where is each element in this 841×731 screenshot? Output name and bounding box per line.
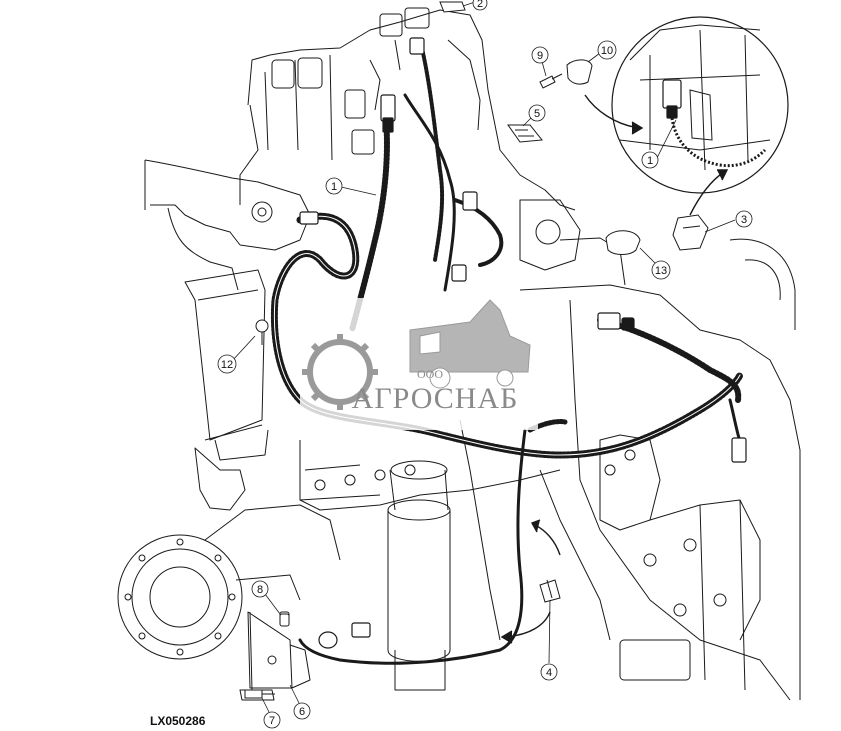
callout-8: 8 <box>251 580 269 598</box>
watermark: ООО АГРОСНАБ <box>300 298 538 430</box>
svg-text:1: 1 <box>331 181 337 193</box>
watermark-company: АГРОСНАБ <box>352 382 519 415</box>
callout-6: 6 <box>293 702 311 720</box>
part-bolt-9 <box>539 73 563 89</box>
svg-text:13: 13 <box>655 265 667 277</box>
watermark-gear-icon <box>302 334 378 410</box>
callout-7: 7 <box>263 711 281 729</box>
loose-parts <box>244 1 709 699</box>
callout-1b: 1 <box>641 151 659 169</box>
direction-arrows <box>500 94 729 644</box>
part-clamp-13 <box>605 230 641 255</box>
part-spacer-8 <box>279 613 290 627</box>
callout-5: 5 <box>528 104 546 122</box>
svg-text:12: 12 <box>221 359 233 371</box>
svg-text:6: 6 <box>299 706 305 718</box>
callout-1a: 1 <box>325 177 343 195</box>
svg-text:2: 2 <box>477 0 483 10</box>
callout-12: 12 <box>217 354 237 374</box>
detail-inset <box>611 16 789 194</box>
part-clamp-10 <box>566 59 593 85</box>
part-clip-2 <box>439 1 466 13</box>
callout-4: 4 <box>540 663 558 681</box>
svg-text:9: 9 <box>537 50 543 62</box>
svg-text:3: 3 <box>741 214 747 226</box>
watermark-prefix: ООО <box>417 367 443 381</box>
part-bolt-7 <box>244 689 275 699</box>
figure-code: LX050286 <box>150 714 206 728</box>
part-clip-3 <box>672 214 709 251</box>
callout-2: 2 <box>472 0 488 11</box>
part-bolt-12 <box>255 319 269 345</box>
hub-bolts <box>124 538 236 656</box>
svg-text:8: 8 <box>257 584 263 596</box>
svg-text:1: 1 <box>647 155 653 167</box>
part-block-5 <box>507 124 543 143</box>
callout-13: 13 <box>651 260 671 280</box>
callout-3: 3 <box>735 210 753 228</box>
callout-10: 10 <box>597 40 617 60</box>
svg-text:10: 10 <box>601 45 613 57</box>
svg-text:7: 7 <box>269 715 275 727</box>
callout-labels: 1 1 2 3 4 5 6 7 8 9 10 12 13 <box>217 0 753 729</box>
harness-connectors <box>299 37 747 649</box>
svg-text:5: 5 <box>534 108 540 120</box>
callout-9: 9 <box>531 46 549 64</box>
engine-linework <box>117 7 801 701</box>
svg-text:4: 4 <box>546 667 552 679</box>
watermark-combine-icon <box>409 299 531 389</box>
